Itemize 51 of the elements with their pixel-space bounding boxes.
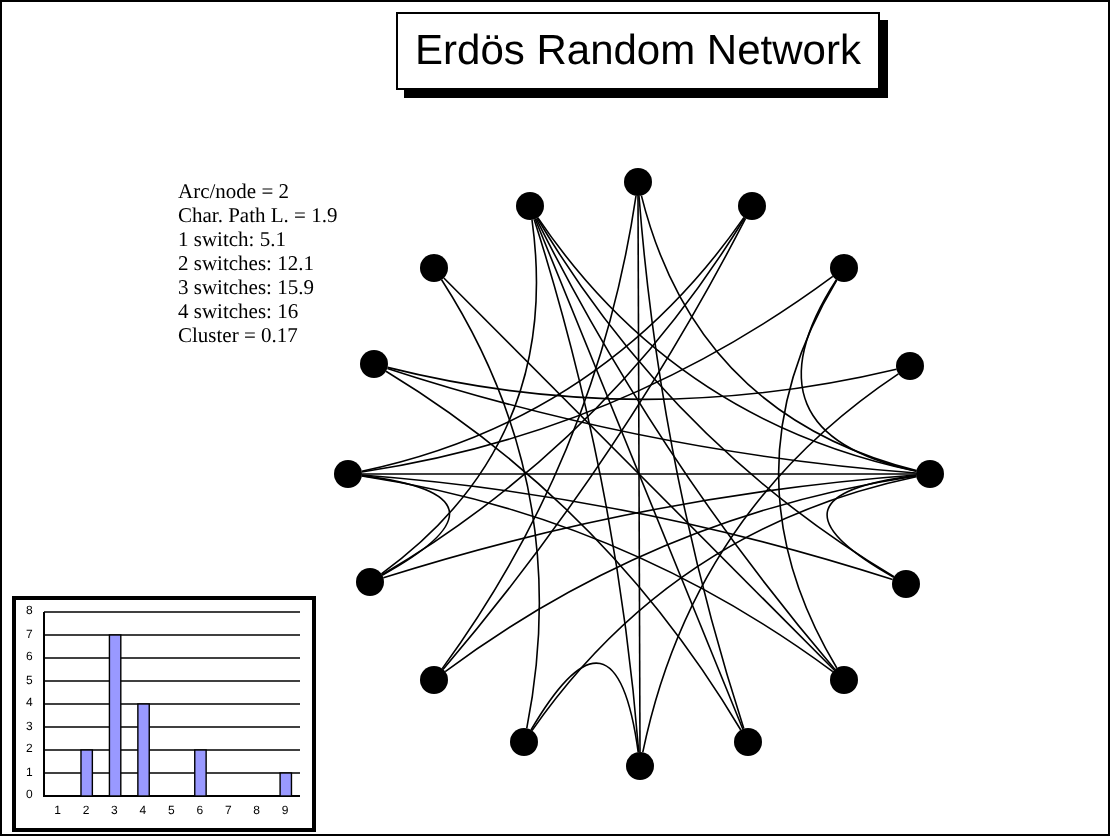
connector-line <box>531 476 917 732</box>
network-node <box>624 168 652 196</box>
connector-line <box>533 218 640 753</box>
connector-line <box>642 373 900 753</box>
connector-line <box>777 279 838 669</box>
stat-text: 2 switches: 12.1 <box>178 254 314 278</box>
connector-line <box>638 195 745 730</box>
network-node <box>334 460 362 488</box>
connector-line <box>361 275 834 473</box>
connector-line <box>381 217 746 576</box>
network-node <box>360 350 388 378</box>
connector-line <box>385 370 742 731</box>
connector-line <box>440 279 541 729</box>
network-node <box>892 570 920 598</box>
connector-line <box>441 195 637 670</box>
connector-line <box>361 475 834 673</box>
connector-line <box>361 473 917 475</box>
network-node <box>830 666 858 694</box>
network-node <box>734 728 762 756</box>
stat-text: 3 switches: 15.9 <box>178 278 314 302</box>
stat-text: Char. Path L. = 1.9 <box>178 206 338 230</box>
connector-line <box>443 277 835 671</box>
connector-line <box>537 216 917 472</box>
network-node <box>896 352 924 380</box>
connector-line <box>444 475 917 673</box>
stat-text: 4 switches: 16 <box>178 302 299 326</box>
connector-line <box>826 474 917 578</box>
connector-line <box>637 195 641 753</box>
connector-line <box>380 219 538 575</box>
connector-line <box>386 367 917 474</box>
connector-line <box>361 216 745 472</box>
connector-line <box>536 217 895 578</box>
network-node <box>420 254 448 282</box>
connector-line <box>386 366 898 401</box>
connector-line <box>800 279 918 472</box>
stat-text: Cluster = 0.17 <box>178 326 298 350</box>
stat-text: Arc/node = 2 <box>178 182 289 206</box>
network-node <box>356 568 384 596</box>
network-node <box>516 192 544 220</box>
network-node <box>916 460 944 488</box>
connector-line <box>640 194 918 472</box>
network-node <box>420 666 448 694</box>
connector-line <box>534 218 744 730</box>
stat-text: 1 switch: 5.1 <box>178 230 286 254</box>
network-node <box>738 192 766 220</box>
network-node <box>510 728 538 756</box>
connector-line <box>530 662 639 753</box>
connector-line <box>535 217 836 671</box>
network-node <box>626 752 654 780</box>
connector-line <box>442 217 747 671</box>
network-node <box>830 254 858 282</box>
